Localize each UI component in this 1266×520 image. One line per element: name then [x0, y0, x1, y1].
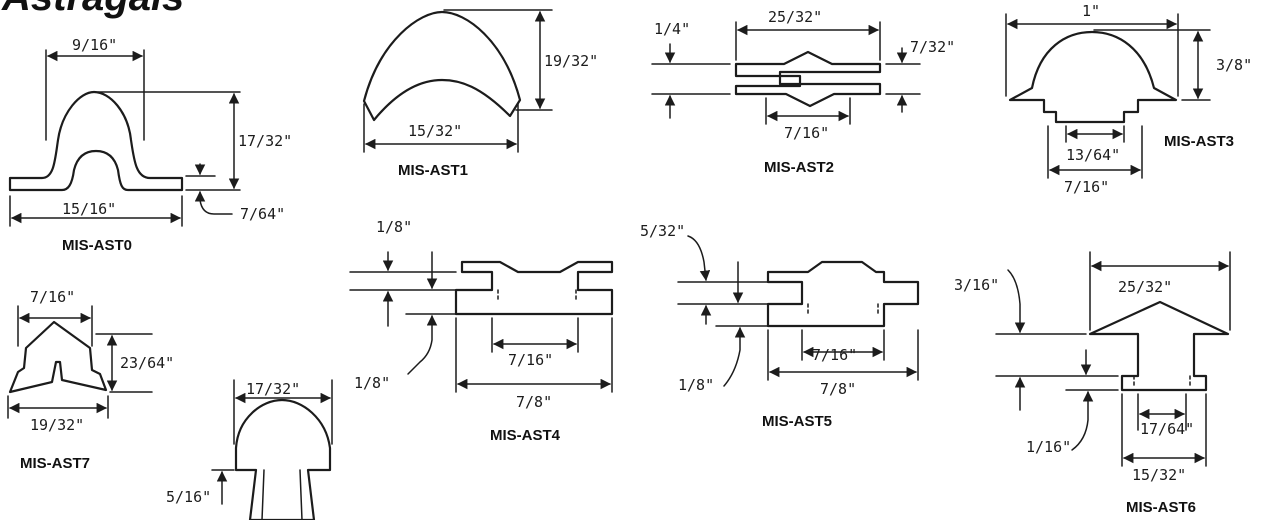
- dim-ast5-width: 7/8": [820, 380, 856, 398]
- dim-ast3-tongue: 13/64": [1066, 146, 1120, 164]
- dim-ast0-width-base: 15/16": [62, 200, 116, 218]
- dim-ast7-top: 7/16": [30, 288, 75, 306]
- profile-ast2: 1/4" 25/32" 7/32" 7/16" MIS-AST2: [651, 8, 955, 176]
- dim-ast7-width: 19/32": [30, 416, 84, 434]
- dim-ast7-height: 23/64": [120, 354, 174, 372]
- dim-ast3-height: 3/8": [1216, 56, 1252, 74]
- dim-ast0-height: 17/32": [238, 132, 292, 150]
- label-ast1: MIS-AST1: [398, 162, 468, 179]
- dim-ast6-width: 25/32": [1118, 278, 1172, 296]
- dim-ast2-thickness: 7/32": [910, 38, 955, 56]
- dim-ast5-top: 5/32": [640, 222, 685, 240]
- label-ast3: MIS-AST3: [1164, 133, 1234, 150]
- profile-ast7: 7/16" 23/64" 19/32" MIS-AST7: [7, 288, 174, 472]
- profile-ast8: 17/32" 5/16": [166, 379, 333, 520]
- dim-ast6-head: 3/16": [954, 276, 999, 294]
- label-ast5: MIS-AST5: [762, 413, 832, 430]
- label-ast7: MIS-AST7: [20, 455, 90, 472]
- dim-ast2-width: 25/32": [768, 8, 822, 26]
- label-ast0: MIS-AST0: [62, 237, 132, 254]
- dim-ast5-bottom: 1/8": [678, 376, 714, 394]
- dim-ast2-center: 7/16": [784, 124, 829, 142]
- dim-ast1-height: 19/32": [544, 52, 598, 70]
- profile-ast5: 5/32" 1/8" 7/16" 7/8" MIS-AST5: [640, 222, 920, 430]
- label-ast6: MIS-AST6: [1126, 499, 1196, 516]
- profile-ast0: 9/16" 17/32" 15/16" 7/64" MIS-AST0: [8, 36, 292, 254]
- dim-ast2-top: 1/4": [654, 20, 690, 38]
- profile-ast3: 1" 3/8" 13/64" 7/16" MIS-AST3: [1005, 2, 1252, 196]
- dim-ast0-lip: 7/64": [240, 205, 285, 223]
- dim-ast3-base: 7/16": [1064, 178, 1109, 196]
- dim-ast4-center: 7/16": [508, 351, 553, 369]
- profile-ast4: 1/8" 1/8" 7/16" 7/8" MIS-AST4: [349, 218, 614, 444]
- profile-ast6: 3/16" 25/32" 1/16" 17/64" 15/32" MIS-AST…: [954, 251, 1231, 516]
- dim-ast4-bottom: 1/8": [354, 374, 390, 392]
- dim-ast1-width: 15/32": [408, 122, 462, 140]
- dim-ast8-height: 5/16": [166, 488, 211, 506]
- dim-ast4-width: 7/8": [516, 393, 552, 411]
- dim-ast6-tongue: 17/64": [1140, 420, 1194, 438]
- dim-ast0-width-top: 9/16": [72, 36, 117, 54]
- dim-ast8-width: 17/32": [246, 380, 300, 398]
- profile-ast1: 19/32" 15/32" MIS-AST1: [362, 9, 598, 179]
- dim-ast6-lip: 1/16": [1026, 438, 1071, 456]
- dim-ast3-width: 1": [1082, 2, 1100, 20]
- dim-ast4-top: 1/8": [376, 218, 412, 236]
- label-ast4: MIS-AST4: [490, 427, 561, 444]
- page-title: Astragals: [1, 0, 184, 19]
- dim-ast6-base: 15/32": [1132, 466, 1186, 484]
- dim-ast5-center: 7/16": [812, 346, 857, 364]
- label-ast2: MIS-AST2: [764, 159, 834, 176]
